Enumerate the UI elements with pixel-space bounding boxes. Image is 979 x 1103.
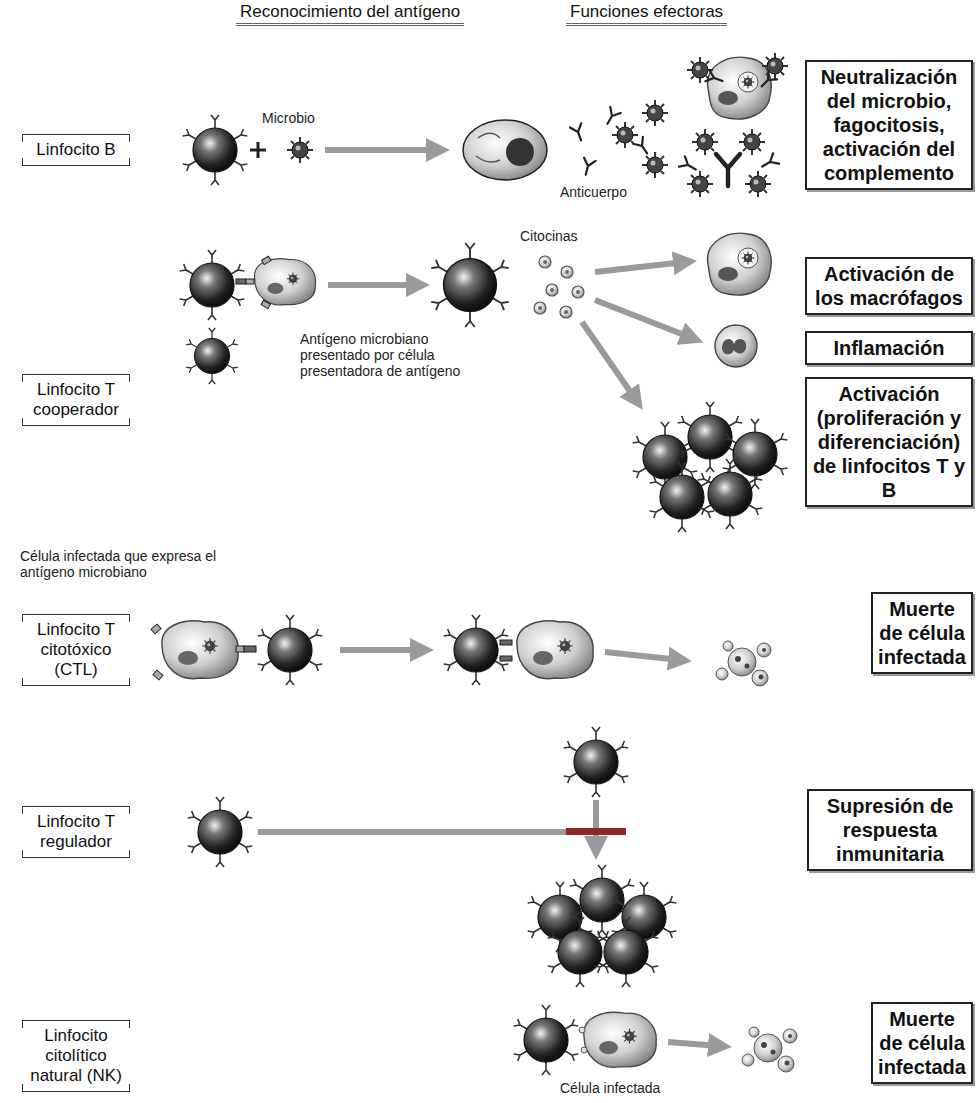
annotation-label: Célula infectada que expresa el antígeno… bbox=[20, 548, 250, 580]
effector-box: Inflamación bbox=[805, 331, 973, 365]
cell-type-label: Linfocito B bbox=[22, 134, 130, 166]
annotation-label: Antígeno microbiano presentado por célul… bbox=[300, 331, 470, 379]
bracket-tick bbox=[129, 850, 130, 857]
effector-text: Inflamación bbox=[812, 336, 966, 360]
bracket-tick bbox=[22, 418, 23, 425]
effector-box: Muerte de célula infectada bbox=[871, 592, 973, 674]
bracket-tick bbox=[22, 807, 23, 814]
cell-type-label: Linfocito T regulador bbox=[22, 806, 130, 858]
bracket-tick bbox=[22, 1084, 23, 1091]
cell-type-label: Linfocito T cooperador bbox=[22, 374, 130, 426]
annotation-label: Microbio bbox=[262, 110, 315, 126]
bracket-tick bbox=[22, 135, 23, 142]
bracket-tick bbox=[129, 135, 130, 142]
cell-type-name: Linfocito B bbox=[24, 140, 128, 160]
column-header: Reconocimiento del antígeno bbox=[236, 2, 464, 26]
bracket-tick bbox=[129, 158, 130, 165]
bracket-tick bbox=[22, 375, 23, 382]
bracket-tick bbox=[129, 615, 130, 622]
bracket-tick bbox=[129, 418, 130, 425]
effector-box: Supresión de respuesta inmunitaria bbox=[807, 789, 973, 871]
effector-text: Activación de los macrófagos bbox=[812, 262, 966, 310]
cell-type-label: Linfocito citolítico natural (NK) bbox=[22, 1020, 130, 1092]
effector-text: Muerte de célula infectada bbox=[878, 1007, 966, 1079]
cell-type-label: Linfocito T citotóxico (CTL) bbox=[22, 614, 130, 686]
bracket-tick bbox=[22, 615, 23, 622]
bracket-tick bbox=[129, 375, 130, 382]
bracket-tick bbox=[22, 850, 23, 857]
annotation-label: Citocinas bbox=[520, 228, 578, 244]
cell-type-name: Linfocito T regulador bbox=[24, 812, 128, 852]
bracket-tick bbox=[129, 807, 130, 814]
effector-text: Muerte de célula infectada bbox=[878, 597, 966, 669]
effector-text: Neutralización del microbio, fagocitosis… bbox=[812, 65, 966, 185]
effector-box: Muerte de célula infectada bbox=[871, 1002, 973, 1084]
bracket-tick bbox=[22, 1021, 23, 1028]
effector-box: Activación de los macrófagos bbox=[805, 257, 973, 315]
effector-text: Activación (proliferación y diferenciaci… bbox=[812, 382, 966, 502]
effector-box: Neutralización del microbio, fagocitosis… bbox=[805, 60, 973, 190]
bracket-tick bbox=[129, 1084, 130, 1091]
column-header: Funciones efectoras bbox=[566, 2, 727, 26]
bracket-tick bbox=[22, 158, 23, 165]
effector-box: Activación (proliferación y diferenciaci… bbox=[805, 377, 973, 507]
bracket-tick bbox=[22, 678, 23, 685]
cell-type-name: Linfocito T cooperador bbox=[24, 380, 128, 420]
annotation-label: Célula infectada bbox=[560, 1080, 660, 1096]
effector-text: Supresión de respuesta inmunitaria bbox=[814, 794, 966, 866]
bracket-tick bbox=[129, 678, 130, 685]
cell-type-name: Linfocito citolítico natural (NK) bbox=[24, 1026, 128, 1086]
bracket-tick bbox=[129, 1021, 130, 1028]
cell-type-name: Linfocito T citotóxico (CTL) bbox=[24, 620, 128, 680]
annotation-label: Anticuerpo bbox=[560, 184, 627, 200]
